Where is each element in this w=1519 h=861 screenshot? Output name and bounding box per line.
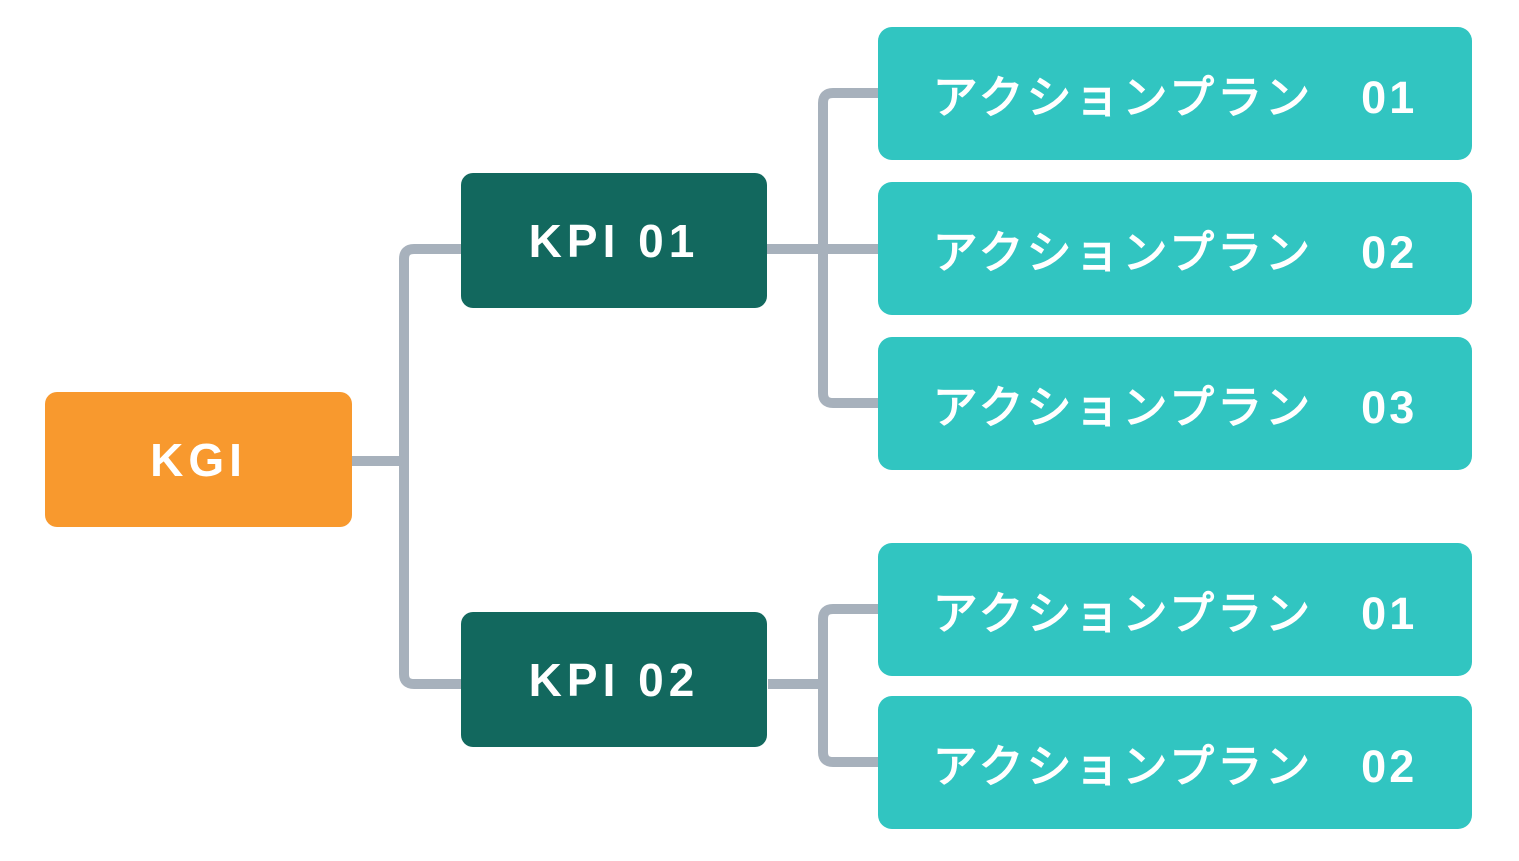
action-plan-label: アクションプラン 02	[932, 227, 1418, 278]
connector-branch2	[818, 604, 878, 767]
kpi-01-label: KPI 01	[528, 214, 700, 267]
action-plan-label: アクションプラン 02	[932, 741, 1418, 792]
kpi-node-01: KPI 01	[461, 173, 767, 308]
action-plan-label: アクションプラン 03	[932, 382, 1418, 433]
action-plan-node: アクションプラン 03	[878, 337, 1472, 470]
action-plan-node: アクションプラン 02	[878, 696, 1472, 829]
action-plan-label: アクションプラン 01	[932, 588, 1418, 639]
connector-branch1	[818, 88, 878, 408]
kpi-node-02: KPI 02	[461, 612, 767, 747]
action-plan-node: アクションプラン 01	[878, 27, 1472, 160]
connector-trunk	[399, 244, 461, 689]
action-plan-label: アクションプラン 01	[932, 72, 1418, 123]
action-plan-node: アクションプラン 02	[878, 182, 1472, 315]
kpi-02-label: KPI 02	[528, 653, 700, 706]
kgi-label: KGI	[150, 433, 247, 486]
action-plan-node: アクションプラン 01	[878, 543, 1472, 676]
kgi-node: KGI	[45, 392, 352, 527]
